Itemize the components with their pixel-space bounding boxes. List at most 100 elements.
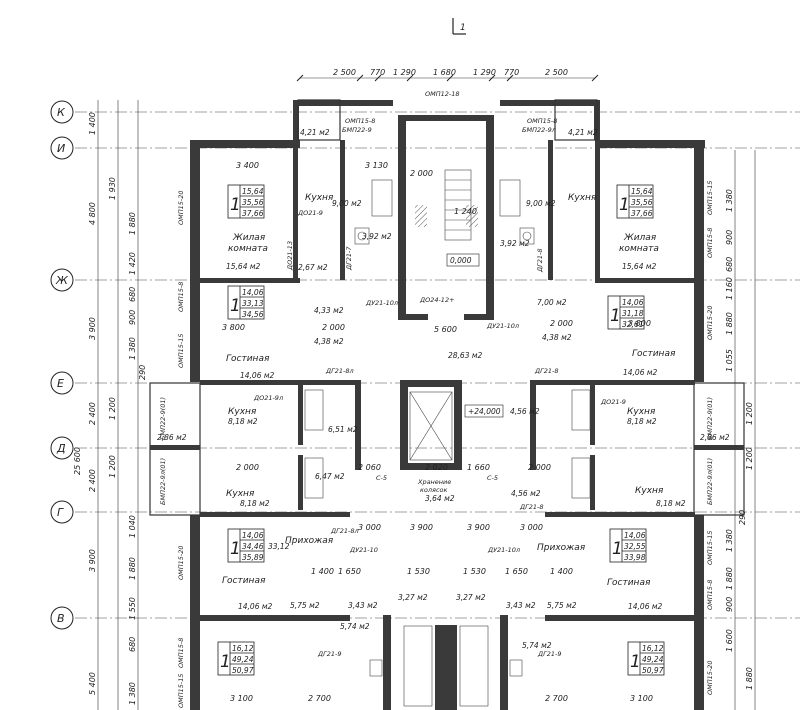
apartment-rooms: 1: [220, 652, 231, 672]
room-lounge-e: Гостиная: [632, 349, 676, 359]
apartment-tag-a8: 1 16,12 49,24 50,97: [627, 641, 665, 676]
axis-label-g: Г: [57, 506, 64, 519]
apartment-living: 16,12: [232, 644, 254, 653]
axis-label-k: К: [57, 106, 66, 119]
axis-label-d: Д: [56, 442, 66, 455]
window-right-3: БМП22-9(01): [706, 397, 714, 440]
inner-dim-15: 3 900: [410, 523, 433, 532]
inner-dim-14: 3 000: [358, 523, 381, 532]
area-30: 3,43 м2: [348, 601, 378, 610]
right-dim-7: 1 200: [745, 447, 754, 470]
area-23: 4,56 м2: [511, 489, 541, 498]
left-dim-12: 25 600: [73, 447, 82, 475]
door-11: ДГ21-8л: [330, 527, 359, 535]
apartment-tag-a2: 1 15,64 35,56 37,66: [616, 184, 654, 219]
left-dim-7: 3 900: [88, 317, 97, 340]
inner-dim-17: 3 000: [520, 523, 543, 532]
left-dim-15: 1 040: [128, 515, 137, 538]
area-20: 2,86 м2: [700, 433, 730, 442]
apartment-rooms: 1: [230, 296, 241, 316]
inner-dim-2: 2 000: [410, 169, 433, 178]
area-0: 4,21 м2: [300, 128, 330, 137]
apartment-tag-a6: 1 14,06 32,55 33,98: [609, 528, 647, 563]
area-7: 3,92 м2: [500, 239, 530, 248]
room-living-ne-2: комната: [619, 244, 659, 254]
apartment-tag-a1: 1 15,64 35,56 37,66: [227, 184, 265, 219]
area-19: 2,86 м2: [157, 433, 187, 442]
top-dim-6: 2 500: [545, 68, 568, 77]
sanitary-fixtures: [304, 179, 591, 677]
area-31: 3,43 м2: [506, 601, 536, 610]
apartment-total: 34,46: [242, 542, 264, 551]
apartment-tag-a4: 1 14,06 31,18 32,61: [607, 295, 645, 330]
door-3: ДГ21-8: [536, 249, 544, 273]
area-2: 9,00 м2: [526, 199, 556, 208]
window-top-2: БМП22-9: [342, 126, 372, 134]
apartment-tag-a7: 1 16,12 49,24 50,97: [217, 641, 255, 676]
left-dim-21: 1 380: [128, 682, 137, 705]
apartment-tags: 1 15,64 35,56 37,66 1 15,64 35,56 37,66 …: [217, 184, 665, 676]
window-right-1: ОМП15-8: [706, 228, 714, 258]
left-dim-20: 5 400: [88, 672, 97, 695]
window-top-0: ОМП12-18: [425, 90, 460, 98]
area-5: 2,67 м2: [298, 263, 328, 272]
door-13: ДУ21-10: [349, 546, 378, 554]
window-right-2: ОМП15-20: [706, 306, 714, 341]
dimension-tick: [506, 74, 514, 82]
room-hall-e: Прихожая: [537, 543, 586, 553]
door-0: ДО21-9: [297, 209, 323, 217]
right-dim-4: 1 880: [725, 312, 734, 335]
left-dim-16: 3 900: [88, 549, 97, 572]
room-kitchen-ne: Кухня: [568, 193, 597, 203]
inner-dim-19: 1 650: [505, 567, 528, 576]
room-kitchen-w: Кухня: [228, 407, 257, 417]
right-dim-13: 1 880: [745, 667, 754, 690]
inner-dim-11: 2 020: [425, 463, 448, 472]
left-dimension-chains: 1 400 1 930 1 880 4 800 1 420 680 900 3 …: [73, 100, 147, 710]
window-left-5: ОМП15-20: [177, 546, 185, 581]
window-top-4: БМП22-9л: [522, 126, 556, 134]
area-1: 9,00 м2: [332, 199, 362, 208]
room-kitchen-sw: Кухня: [226, 489, 255, 499]
room-hall-w: Прихожая: [285, 536, 334, 546]
apartment-total-balcony: 32,61: [622, 320, 643, 329]
inner-dim-7: 2 000: [550, 319, 573, 328]
room-kitchen-e: Кухня: [627, 407, 656, 417]
inner-dim-25: 3 100: [630, 694, 653, 703]
top-dim-4: 1 290: [473, 68, 496, 77]
apartment-total-balcony: 50,97: [232, 666, 254, 675]
area-18: 4,56 м2: [510, 407, 540, 416]
inner-dim-6: 5 600: [434, 325, 457, 334]
left-dim-5: 680: [128, 287, 137, 302]
room-lounge-w: Гостиная: [226, 354, 270, 364]
area-16: 8,18 м2: [627, 417, 657, 426]
door-18: С-5: [487, 474, 498, 482]
core-walls: [200, 115, 695, 710]
apartment-total-balcony: 33,98: [624, 553, 646, 562]
area-14: 14,06 м2: [623, 368, 658, 377]
right-dim-11: 900: [725, 597, 734, 612]
room-storage: Хранение: [417, 478, 451, 486]
left-dim-6: 900: [128, 310, 137, 325]
inner-dim-27: 1 530: [463, 567, 486, 576]
right-dim-12: 1 600: [725, 629, 734, 652]
window-right-6: ОМП15-8: [706, 580, 714, 610]
inner-dim-0: 3 400: [236, 161, 259, 170]
right-dimension-chains: 1 380 900 680 1 160 1 880 1 055 1 200 1 …: [725, 150, 756, 710]
apartment-total-balcony: 35,89: [242, 553, 264, 562]
window-left-0: ОМП15-20: [177, 191, 185, 226]
left-dim-10: 2 400: [88, 402, 97, 425]
apartment-total: 33,13: [242, 299, 264, 308]
window-labels-top: ОМП12-18 ОМП15-8 БМП22-9 ОМП15-8 БМП22-9…: [342, 90, 557, 134]
window-top-1: ОМП15-8: [345, 117, 375, 125]
apartment-living: 15,64: [631, 187, 653, 196]
door-12: ДГ21-8: [519, 503, 543, 511]
door-labels: ДО21-9 ДО21-13 ДГ21-7 ДГ21-8 ДУ21-10л ДО…: [253, 209, 626, 658]
top-dim-2: 1 290: [393, 68, 416, 77]
room-living-nw-2: комната: [228, 244, 268, 254]
area-36: 4,21 м2: [568, 128, 598, 137]
left-dim-9: 290: [138, 365, 147, 380]
inner-dim-3: 1 240: [454, 207, 477, 216]
top-dim-3: 1 680: [433, 68, 456, 77]
door-14: ДУ21-10л: [487, 546, 520, 554]
